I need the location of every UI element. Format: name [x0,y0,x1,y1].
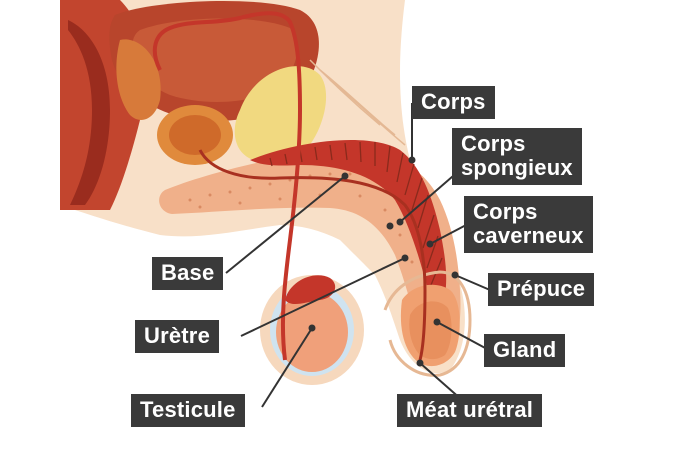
label-gland-text: Gland [493,337,557,362]
leader-corps-caverneux [429,223,469,245]
urethra-path [198,149,427,361]
label-base: Base [152,257,224,290]
label-corps-spongieux-line1: Corps [461,131,526,156]
vas-deferens [152,11,303,361]
label-corps-spongieux-line2: spongieux [461,155,573,180]
leader-corps-spongieux [399,169,461,223]
foreskin-outline [383,270,472,377]
leader-meat [419,362,463,401]
leader-base [225,175,346,274]
label-base-text: Base [161,260,215,285]
seminal-vesicle [116,39,161,120]
label-corps-spongieux: Corps spongieux [452,128,582,185]
leader-uretre [240,257,406,337]
ligaments [309,59,406,146]
label-corps-text: Corps [421,89,486,114]
label-gland: Gland [484,334,566,367]
testicle [276,292,348,372]
leader-dots [308,156,459,367]
prostate-inner [169,115,221,155]
fat-pad [234,66,327,164]
label-uretre-text: Urètre [144,323,211,348]
label-uretre: Urètre [135,320,220,353]
rectum [68,20,110,205]
label-prepuce-text: Prépuce [497,276,586,301]
leader-lines [225,103,491,408]
label-meat-uretral-text: Méat urétral [406,397,534,422]
label-corps-caverneux: Corps caverneux [464,196,593,253]
spongy-shaft [159,150,461,358]
label-corps: Corps [412,86,495,119]
leader-testicule [261,327,313,408]
label-prepuce: Prépuce [488,273,595,306]
label-testicule: Testicule [131,394,245,427]
label-testicule-text: Testicule [140,397,236,422]
leader-gland [436,321,488,350]
label-corps-caverneux-line1: Corps [473,199,538,224]
label-meat-uretral: Méat urétral [397,394,543,427]
label-corps-caverneux-line2: caverneux [473,223,584,248]
bladder-inner [132,18,298,102]
leader-prepuce [454,274,491,291]
glans-inner [409,301,452,360]
